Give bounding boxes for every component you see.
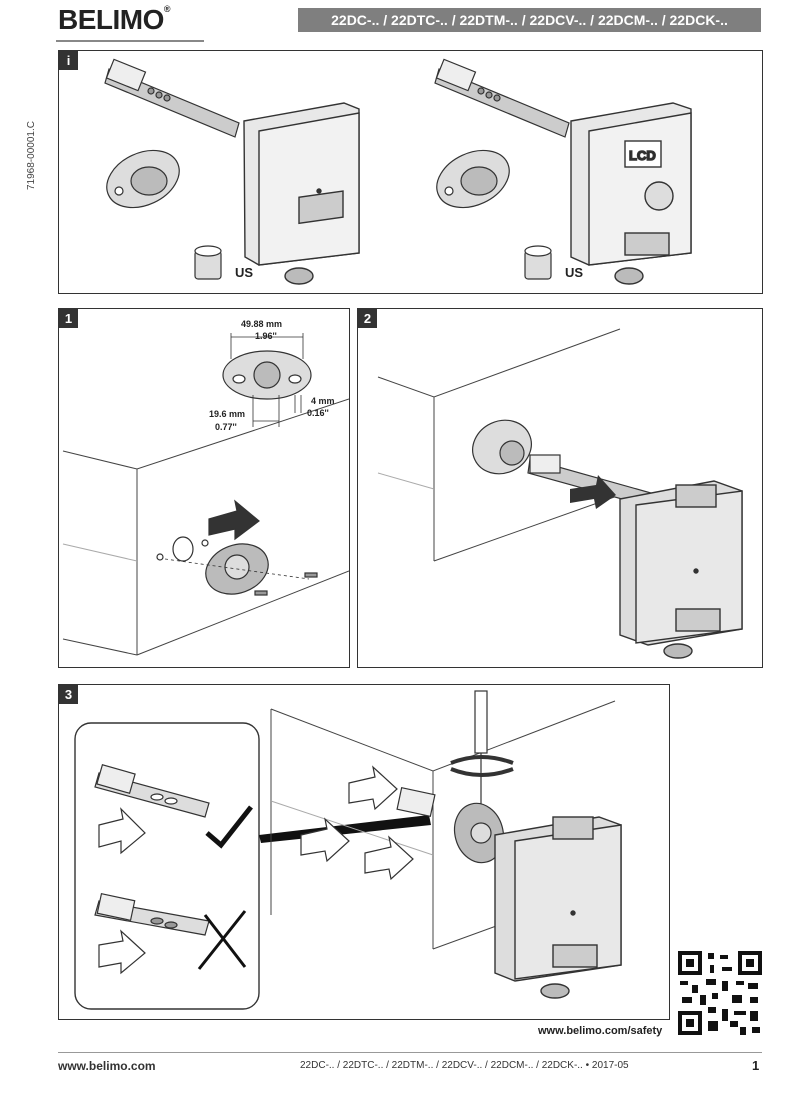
sensor-housing-left — [243, 102, 360, 285]
sensor-housing — [619, 480, 743, 659]
mounting-flange — [472, 419, 532, 475]
belimo-logo: BELIMO® — [58, 4, 171, 35]
step1-illustration: 49.88 mm 1.96'' 19.6 mm 0.77'' 4 mm 0.16… — [62, 319, 349, 656]
step3-panel: 3 — [58, 684, 670, 1020]
probe-left — [104, 58, 240, 138]
us-label-left: US — [235, 265, 253, 280]
logo-underline — [56, 40, 204, 42]
checkmark-icon — [205, 805, 253, 849]
dim-hole-mm: 19.6 mm — [209, 409, 245, 419]
step1-panel: 49.88 mm 1.96'' 19.6 mm 0.77'' 4 mm 0.16… — [58, 308, 350, 668]
probe-incorrect — [94, 892, 210, 975]
cross-icon — [197, 910, 247, 970]
mounting-flange — [453, 802, 505, 864]
document-code: 71968-00001.C — [26, 121, 37, 190]
dim-edge-in: 0.16'' — [307, 408, 329, 418]
lcd-label: LCD — [629, 148, 656, 163]
probe-right — [434, 58, 570, 138]
us-label-right: US — [565, 265, 583, 280]
model-title-bar: 22DC-.. / 22DTC-.. / 22DTM-.. / 22DCV-..… — [298, 8, 761, 32]
step3-illustration — [74, 690, 622, 1010]
dim-edge-mm: 4 mm — [311, 396, 335, 406]
info-panel: US LCD US i — [58, 50, 763, 294]
step-badge-3: 3 — [59, 685, 78, 704]
qr-code[interactable] — [678, 951, 762, 1035]
cable-gland-left — [194, 245, 222, 280]
info-illustration: US LCD US — [104, 58, 692, 285]
insert-arrow — [570, 475, 616, 509]
flange-mounting — [156, 499, 318, 596]
footer-models-date: 22DC-.. / 22DTC-.. / 22DTM-.. / 22DCV-..… — [300, 1060, 629, 1071]
screwdriver — [450, 690, 514, 813]
probe — [396, 786, 436, 818]
cable-gland-right — [524, 245, 552, 280]
step2-panel: 2 — [357, 308, 763, 668]
mounting-flange-left — [106, 149, 180, 209]
step-badge-1: 1 — [59, 309, 78, 328]
dim-width-mm: 49.88 mm — [241, 319, 282, 329]
page-number: 1 — [752, 1058, 760, 1073]
probe — [527, 454, 659, 510]
step-badge-i: i — [59, 51, 78, 70]
dim-width-in: 1.96'' — [255, 331, 277, 341]
footer-website[interactable]: www.belimo.com — [58, 1059, 156, 1073]
dimension-flange — [222, 333, 312, 427]
flow-arrows — [300, 765, 414, 881]
step2-illustration — [377, 328, 743, 659]
mounting-flange-right — [436, 149, 510, 209]
step-badge-2: 2 — [358, 309, 377, 328]
footer-divider — [58, 1052, 762, 1053]
duct — [62, 398, 349, 656]
safety-link[interactable]: www.belimo.com/safety — [538, 1025, 663, 1037]
sensor-housing — [494, 816, 622, 999]
duct — [377, 328, 621, 562]
probe-correct — [94, 763, 210, 855]
dim-hole-in: 0.77'' — [215, 422, 237, 432]
sensor-housing-right: LCD — [570, 102, 692, 285]
